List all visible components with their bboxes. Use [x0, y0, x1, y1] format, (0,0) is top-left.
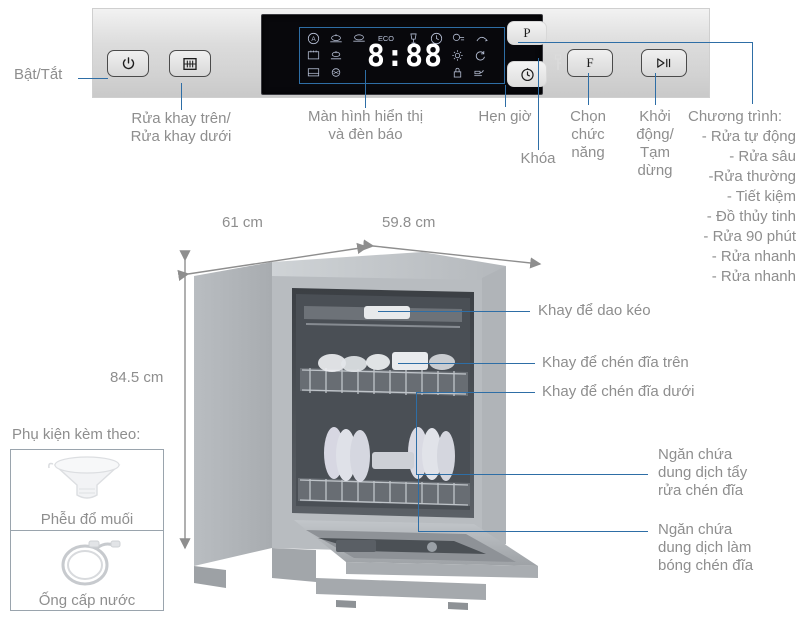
- dishwasher-illustration: [186, 248, 546, 610]
- callout-line-knife: [378, 311, 530, 312]
- callout-line-lower: [416, 392, 535, 393]
- function-button-label: F: [586, 55, 594, 70]
- accessory-item-water-hose: Ống cấp nước: [11, 531, 163, 611]
- knife-tray: [304, 306, 462, 328]
- callout-line-function-v: [588, 73, 589, 105]
- intensive-wash-icon: [329, 32, 343, 44]
- rack-select-button[interactable]: [169, 50, 211, 77]
- child-lock-icon: [450, 66, 464, 78]
- base: [316, 578, 486, 610]
- program-button[interactable]: P: [507, 21, 547, 45]
- label-rack: Rửa khay trên/ Rửa khay dưới: [130, 110, 232, 145]
- brightness-icon: [450, 49, 464, 61]
- callout-line-rack-v: [181, 83, 182, 110]
- child-lock-indicator: [552, 54, 564, 72]
- upper-dishes: [318, 352, 455, 372]
- detergent-dispenser: [336, 540, 376, 552]
- accessories-title: Phụ kiện kèm theo:: [12, 426, 141, 443]
- label-start: Khởi động/ Tạm dừng: [636, 108, 674, 179]
- rinse-icon: [475, 32, 489, 44]
- quick-wash-icon: [452, 32, 466, 44]
- accessories-box: Phễu đổ muối Ống cấp nước: [10, 449, 164, 611]
- auto-wash-icon: A: [306, 32, 320, 44]
- rack-icon: [183, 57, 197, 70]
- label-height: 84.5 cm: [110, 369, 164, 386]
- led-indicator-cluster: A ECO: [299, 27, 505, 84]
- normal-wash-icon: [352, 32, 366, 44]
- callout-line-timer-v: [505, 85, 506, 107]
- play-pause-icon: [657, 58, 671, 68]
- callout-line-lock-v: [538, 58, 539, 150]
- lower-tray-module: [372, 452, 414, 469]
- control-panel: A ECO: [92, 8, 710, 98]
- eco-text-icon: ECO: [375, 32, 397, 44]
- program-item-5: - Rửa 90 phút: [703, 228, 796, 245]
- svg-text:ECO: ECO: [378, 34, 394, 43]
- glass-wash-icon: [406, 32, 420, 44]
- upper-tray-module: [392, 352, 428, 370]
- delay-timer-button[interactable]: [507, 61, 547, 87]
- program-item-2: -Rửa thường: [708, 168, 796, 185]
- lower-dishes: [324, 427, 455, 482]
- program-item-7: - Rửa nhanh: [711, 268, 796, 285]
- lower-basket: [298, 427, 470, 506]
- power-icon: [122, 57, 134, 70]
- start-pause-button[interactable]: [641, 49, 687, 77]
- svg-text:A: A: [311, 36, 316, 43]
- clock-icon: [520, 67, 534, 81]
- callout-line-upper: [398, 363, 535, 364]
- half-load-icon: [329, 66, 343, 78]
- rinse-aid-cap: [427, 542, 437, 552]
- callout-line-program-h: [518, 42, 753, 43]
- label-power: Bật/Tắt: [14, 66, 63, 83]
- water-tap-icon: [473, 66, 487, 78]
- program-button-label: P: [523, 25, 531, 40]
- program-item-1: - Rửa sâu: [729, 148, 796, 165]
- label-knife-tray: Khay để dao kéo: [538, 302, 651, 319]
- callout-line-start-v: [655, 73, 656, 105]
- program-item-0: - Rửa tự động: [701, 128, 796, 145]
- callout-line-display-v: [365, 70, 366, 108]
- salt-funnel-icon: [48, 456, 121, 499]
- water-hose-icon: [61, 540, 121, 586]
- label-width: 59.8 cm: [382, 214, 436, 231]
- callout-line-detergent: [416, 474, 648, 475]
- callout-line-rinse: [418, 531, 648, 532]
- program-item-6: - Rửa nhanh: [711, 248, 796, 265]
- function-button[interactable]: F: [567, 49, 613, 77]
- power-button[interactable]: [107, 50, 149, 77]
- accessory-item-salt-funnel: Phễu đổ muối: [11, 450, 163, 531]
- label-upper-tray: Khay để chén đĩa trên: [542, 354, 689, 371]
- callout-line-lower-v: [416, 392, 417, 474]
- label-timer: Hẹn giờ: [478, 108, 532, 125]
- label-rinse-aid: Ngăn chứa dung dịch làm bóng chén đĩa: [658, 521, 754, 574]
- callout-line-rinse-v: [418, 474, 419, 532]
- mid-rack-icon: [329, 49, 343, 61]
- upper-basket: [300, 352, 468, 396]
- callout-line-power: [78, 78, 108, 79]
- refresh-icon: [473, 49, 487, 61]
- callout-line-program-v: [752, 42, 753, 104]
- label-function: Chọn chức năng: [570, 108, 606, 161]
- programs-title: Chương trình:: [688, 108, 783, 125]
- upper-rack-icon: [306, 49, 320, 61]
- accessory-label-water-hose: Ống cấp nước: [38, 592, 136, 609]
- display-area: A ECO: [261, 14, 562, 95]
- label-depth: 61 cm: [222, 214, 263, 231]
- program-item-3: - Tiết kiệm: [726, 188, 796, 205]
- digital-display: 8:88: [366, 39, 444, 74]
- open-door: [294, 520, 538, 578]
- knife-tray-module: [364, 306, 410, 319]
- program-item-4: - Đồ thủy tinh: [706, 208, 796, 225]
- display-digits: 8:88: [366, 39, 444, 74]
- lock-key-icon: [554, 54, 562, 70]
- 90min-wash-icon: [429, 32, 443, 44]
- label-lower-tray: Khay để chén đĩa dưới: [542, 383, 695, 400]
- label-display: Màn hình hiển thị và đèn báo: [307, 108, 424, 143]
- lower-rack-icon: [306, 66, 320, 78]
- label-lock: Khóa: [520, 150, 556, 167]
- accessory-label-salt-funnel: Phễu đổ muối: [40, 511, 134, 528]
- label-detergent: Ngăn chứa dung dịch tẩy rửa chén đĩa: [658, 446, 748, 499]
